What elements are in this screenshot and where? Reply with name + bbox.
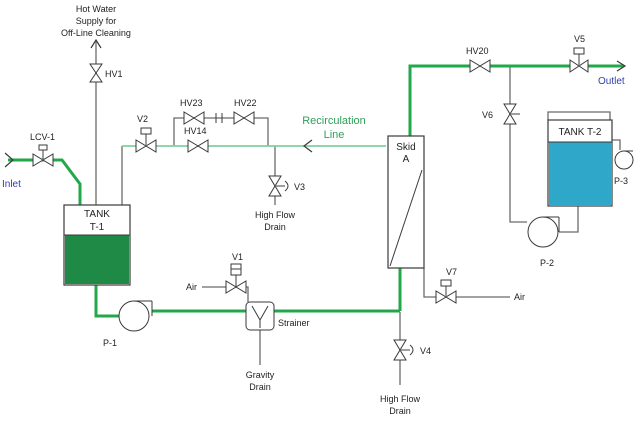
inlet-arrow-icon: [4, 152, 14, 168]
v3-valve-icon: [268, 175, 289, 197]
hv20-label: HV20: [466, 46, 489, 56]
tank-t2: [547, 119, 613, 207]
hv14-label: HV14: [184, 126, 207, 136]
v6-label: V6: [482, 110, 493, 120]
v7-label: V7: [446, 267, 457, 277]
gravity-drain-line-1: Gravity: [246, 370, 275, 380]
drain1-label-line-2: Drain: [264, 222, 286, 232]
hot-water-line-2: Supply for: [76, 16, 117, 26]
v2-valve-icon: [135, 127, 157, 153]
main-pipes: [8, 60, 627, 318]
aux-pipes: [95, 40, 621, 385]
drain2-label-line-2: Drain: [389, 406, 411, 416]
skid-a: [387, 135, 425, 269]
v4-label: V4: [420, 346, 431, 356]
v1-valve-icon: [225, 263, 247, 294]
strainer-label: Strainer: [278, 318, 310, 328]
skid-label-line-2: A: [403, 154, 410, 165]
p3-pump-icon: [614, 150, 634, 170]
p1-label: P-1: [103, 338, 117, 348]
tank1-label-line-2: T-1: [90, 222, 105, 233]
tank1-label-line-1: TANK: [84, 209, 110, 220]
v1-label: V1: [232, 252, 243, 262]
air1-label: Air: [186, 282, 197, 292]
hv1-valve-icon: [89, 63, 103, 83]
drain2-label-line-1: High Flow: [380, 394, 421, 404]
outlet-label: Outlet: [598, 76, 625, 87]
hv22-label: HV22: [234, 98, 257, 108]
hot-water-line-1: Hot Water: [76, 4, 116, 14]
p3-label: P-3: [614, 176, 628, 186]
p1-pump-icon: [118, 300, 153, 332]
recirculation-pipes: [122, 139, 386, 153]
outlet-arrow-icon: [616, 60, 627, 72]
hot-water-line-3: Off-Line Cleaning: [61, 28, 131, 38]
v6-valve-icon: [503, 103, 520, 125]
lcv1-valve-icon: [32, 144, 54, 167]
hv22-valve-icon: [233, 111, 255, 125]
strainer-icon: [245, 301, 275, 331]
v7-valve-icon: [435, 279, 457, 304]
hv20-valve-icon: [469, 59, 491, 73]
spectacle-blind-icon: [215, 113, 223, 123]
hv23-label: HV23: [180, 98, 203, 108]
hv1-label: HV1: [105, 69, 123, 79]
hot-water-arrow-icon: [90, 38, 102, 49]
v3-label: V3: [294, 182, 305, 192]
lcv1-label: LCV-1: [30, 132, 55, 142]
gravity-drain-line-2: Drain: [249, 382, 271, 392]
recirc-arrow-icon: [303, 139, 313, 153]
hv14-valve-icon: [187, 139, 209, 153]
p2-label: P-2: [540, 258, 554, 268]
p2-pump-icon: [527, 216, 560, 248]
skid-label-line-1: Skid: [396, 142, 415, 153]
v5-label: V5: [574, 34, 585, 44]
tank2-label: TANK T-2: [559, 127, 602, 138]
inlet-label: Inlet: [2, 179, 21, 190]
recirc-label-line-1: Recirculation: [302, 115, 366, 127]
v4-valve-icon: [393, 339, 414, 361]
hv23-valve-icon: [183, 111, 205, 125]
v2-label: V2: [137, 114, 148, 124]
tank-t1: [63, 204, 131, 286]
drain1-label-line-1: High Flow: [255, 210, 296, 220]
air2-label: Air: [514, 292, 525, 302]
recirc-label-line-2: Line: [324, 129, 345, 141]
v5-valve-icon: [569, 47, 589, 73]
